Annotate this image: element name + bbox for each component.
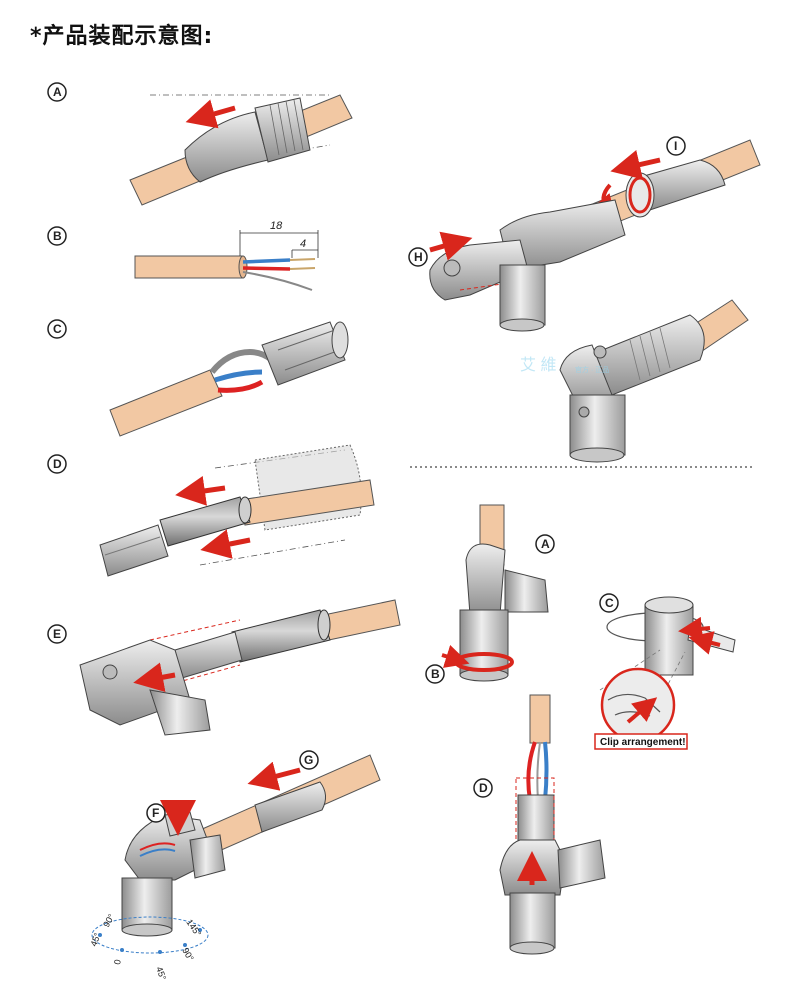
svg-text:I: I <box>674 139 677 153</box>
angle-label-0: 0 <box>112 959 123 966</box>
boot-rab <box>465 543 506 616</box>
arrow-g <box>247 761 301 791</box>
right-step-ab-group <box>441 504 549 682</box>
arrow-h <box>429 231 473 261</box>
sleeve-d <box>159 496 251 547</box>
arrow-rb <box>441 644 470 668</box>
arrow-e <box>133 662 176 693</box>
body-final <box>569 394 626 456</box>
svg-text:A: A <box>53 85 62 99</box>
tag-b-left: B <box>47 226 67 246</box>
tag-b-right: B <box>425 664 445 684</box>
tag-d-left: D <box>47 454 67 474</box>
arrow-d-bottom <box>200 529 251 559</box>
svg-text:C: C <box>605 596 614 610</box>
page-title: *产品装配示意图: <box>30 24 214 49</box>
watermark-text-1: 艾 維 <box>520 356 556 374</box>
finished-connector-group: 艾 維 官方 · 正品 <box>520 299 749 463</box>
insert-d <box>99 524 169 577</box>
svg-text:C: C <box>53 322 62 336</box>
cable-c <box>109 369 223 437</box>
cable-b <box>134 255 244 279</box>
clip-g <box>254 781 326 833</box>
step-hi-group <box>429 139 761 332</box>
cable-rd <box>529 694 551 744</box>
angle-label-45-left: 45° <box>88 931 102 948</box>
tag-a-left: A <box>47 82 67 102</box>
step-c-group <box>109 321 349 437</box>
step-d-group <box>99 444 375 577</box>
svg-text:A: A <box>541 537 550 551</box>
watermark-text-2: 官方 · 正品 <box>575 365 609 374</box>
angle-label-90-left: 90° <box>101 912 117 929</box>
svg-text:H: H <box>414 250 423 264</box>
right-step-c-group: Clip arrangement! <box>594 596 736 750</box>
clip-detail-circle <box>600 667 676 743</box>
arrow-a <box>185 99 236 129</box>
tag-f-left: F <box>146 803 166 823</box>
tag-d-right: D <box>473 778 493 798</box>
tag-h-right: H <box>408 247 428 267</box>
svg-text:B: B <box>53 229 62 243</box>
svg-text:B: B <box>431 667 440 681</box>
tag-e-left: E <box>47 624 67 644</box>
body-rab <box>459 609 509 676</box>
step-a-group <box>129 94 353 206</box>
step-fg-group: 90° 45° 0 45° 90° 145° <box>88 754 381 982</box>
tag-a-right: A <box>535 534 555 554</box>
tag-c-right: C <box>599 593 619 613</box>
arrow-rc-2 <box>688 631 721 655</box>
insert-c <box>261 321 346 386</box>
clip-arrangement-note: Clip arrangement! <box>600 737 686 748</box>
dimension-18: 18 <box>270 220 283 232</box>
body-fg <box>121 877 173 931</box>
angle-label-145: 145° <box>184 917 203 938</box>
arrow-d-top <box>175 476 226 506</box>
step-b-group: 18 4 <box>134 220 319 291</box>
insert-e <box>174 631 243 679</box>
sleeve-e <box>231 609 331 663</box>
body-rc <box>644 604 694 676</box>
body-h <box>499 264 546 326</box>
svg-text:G: G <box>304 753 313 767</box>
right-step-d-group <box>499 694 606 955</box>
boot-a <box>184 111 269 183</box>
angle-label-45-right: 45° <box>154 965 168 982</box>
svg-text:D: D <box>53 457 62 471</box>
arrow-i <box>610 150 661 180</box>
step-tags: A B C D E F G H I A B C D <box>47 82 686 823</box>
step-e-group <box>79 599 401 736</box>
tag-g-left: G <box>299 750 319 770</box>
tag-c-left: C <box>47 319 67 339</box>
svg-text:E: E <box>53 627 61 641</box>
housing-h <box>499 199 626 271</box>
arrow-rc-1 <box>678 616 711 641</box>
tag-i-right: I <box>666 136 686 156</box>
dimension-4: 4 <box>300 238 306 250</box>
svg-text:D: D <box>479 781 488 795</box>
angle-label-90-right: 90° <box>180 946 196 963</box>
svg-text:F: F <box>152 806 159 820</box>
body-rd <box>509 892 556 949</box>
